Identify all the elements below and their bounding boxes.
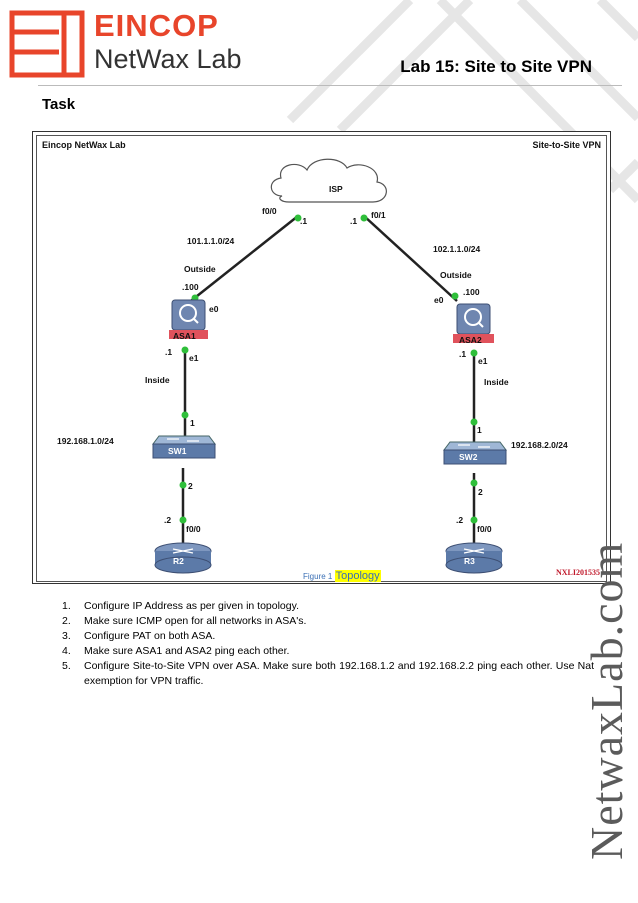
r3-label: R3 <box>464 556 475 566</box>
task-item: 5. Configure Site-to-Site VPN over ASA. M… <box>62 659 594 689</box>
asa1-label: ASA1 <box>173 331 196 341</box>
sw1-port2-label: 2 <box>188 481 193 491</box>
asa1-e0-label: e0 <box>209 304 219 314</box>
task-text: Make sure ICMP open for all networks in … <box>84 615 307 627</box>
lan-network-right: 192.168.2.0/24 <box>511 440 568 450</box>
asa2-e1-label: e1 <box>478 356 488 366</box>
link-endpoint <box>470 479 478 487</box>
asa1-inside-ip: .1 <box>165 347 173 357</box>
link-endpoint <box>179 481 187 489</box>
r2-ip-label: .2 <box>164 515 172 525</box>
outside-label-right: Outside <box>440 270 472 280</box>
asa2-inside-ip: .1 <box>459 349 467 359</box>
task-text: Configure PAT on both ASA. <box>84 630 216 642</box>
sw1-port1-label: 1 <box>190 418 195 428</box>
link-endpoint <box>470 349 478 357</box>
task-number: 4. <box>62 645 71 657</box>
link-isp-asa1 <box>186 215 299 305</box>
inside-label-left: Inside <box>145 375 170 385</box>
section-heading: Task <box>42 96 76 113</box>
asa2-firewall-icon <box>453 303 494 343</box>
lab-title: Lab 15: Site to Site VPN <box>400 57 592 76</box>
link-endpoint <box>360 214 368 222</box>
topology-diagram <box>152 158 507 574</box>
sw1-label: SW1 <box>168 446 187 456</box>
isp-f00-ip-label: .1 <box>300 216 308 226</box>
r3-router-icon <box>445 542 503 574</box>
sw2-port2-label: 2 <box>478 487 483 497</box>
isp-label: ISP <box>329 184 343 194</box>
link-endpoint <box>294 214 302 222</box>
r2-router-icon <box>154 542 212 574</box>
header-divider <box>38 85 622 86</box>
figure-title-right: Site-to-Site VPN <box>532 140 601 150</box>
outside-network-right: 102.1.1.0/24 <box>433 244 481 254</box>
sw2-label: SW2 <box>459 452 478 462</box>
outside-network-left: 101.1.1.0/24 <box>187 236 235 246</box>
topology-figure: Eincop NetWax Lab Site-to-Site VPN NXLI2… <box>32 131 611 584</box>
logo-subtitle: NetWax Lab <box>94 44 242 74</box>
watermark: NetwaxLab.com <box>581 541 632 860</box>
isp-f01-ip-label: .1 <box>350 216 358 226</box>
isp-cloud-icon <box>270 158 387 203</box>
link-endpoint <box>181 346 189 354</box>
link-endpoint <box>451 292 459 300</box>
r3-ip-label: .2 <box>456 515 464 525</box>
eincop-logo-mark <box>9 10 85 78</box>
isp-f00-label: f0/0 <box>262 206 277 216</box>
link-isp-asa2 <box>363 215 458 302</box>
asa1-e1-label: e1 <box>189 353 199 363</box>
task-text: Configure IP Address as per given in top… <box>84 600 299 612</box>
task-item: 3. Configure PAT on both ASA. <box>62 629 594 644</box>
asa1-outside-ip: .100 <box>182 282 199 292</box>
asa2-outside-ip: .100 <box>463 287 480 297</box>
r2-f00-label: f0/0 <box>186 524 201 534</box>
r2-label: R2 <box>173 556 184 566</box>
task-number: 1. <box>62 600 71 612</box>
figure-title-left: Eincop NetWax Lab <box>42 140 126 150</box>
lan-network-left: 192.168.1.0/24 <box>57 436 114 446</box>
sw1-switch-icon <box>152 435 216 459</box>
task-item: 1. Configure IP Address as per given in t… <box>62 599 594 614</box>
topology-figure-inner: Eincop NetWax Lab Site-to-Site VPN NXLI2… <box>36 135 607 582</box>
task-item: 2. Make sure ICMP open for all networks i… <box>62 614 594 629</box>
task-item: 4. Make sure ASA1 and ASA2 ping each othe… <box>62 644 594 659</box>
figure-caption: Figure 1 Topology <box>303 570 381 583</box>
link-endpoint <box>181 411 189 419</box>
caption-prefix: Figure 1 <box>303 572 333 581</box>
link-endpoint <box>470 418 478 426</box>
outside-label-left: Outside <box>184 264 216 274</box>
figure-code: NXLI201535 <box>555 568 600 577</box>
inside-label-right: Inside <box>484 377 509 387</box>
task-number: 5. <box>62 660 71 672</box>
logo-name: EINCOP <box>94 8 219 43</box>
sw2-switch-icon <box>443 441 507 465</box>
isp-f01-label: f0/1 <box>371 210 386 220</box>
caption-word: Topology <box>334 570 381 582</box>
link-endpoint <box>470 516 478 524</box>
r3-f00-label: f0/0 <box>477 524 492 534</box>
task-text: Configure Site-to-Site VPN over ASA. Mak… <box>84 660 594 687</box>
link-endpoint <box>179 516 187 524</box>
asa2-label: ASA2 <box>459 335 482 345</box>
task-number: 2. <box>62 615 71 627</box>
asa1-firewall-icon <box>169 299 208 339</box>
task-text: Make sure ASA1 and ASA2 ping each other. <box>84 645 290 657</box>
task-number: 3. <box>62 630 71 642</box>
asa2-e0-label: e0 <box>434 295 444 305</box>
task-list: 1. Configure IP Address as per given in t… <box>62 599 594 689</box>
sw2-port1-label: 1 <box>477 425 482 435</box>
